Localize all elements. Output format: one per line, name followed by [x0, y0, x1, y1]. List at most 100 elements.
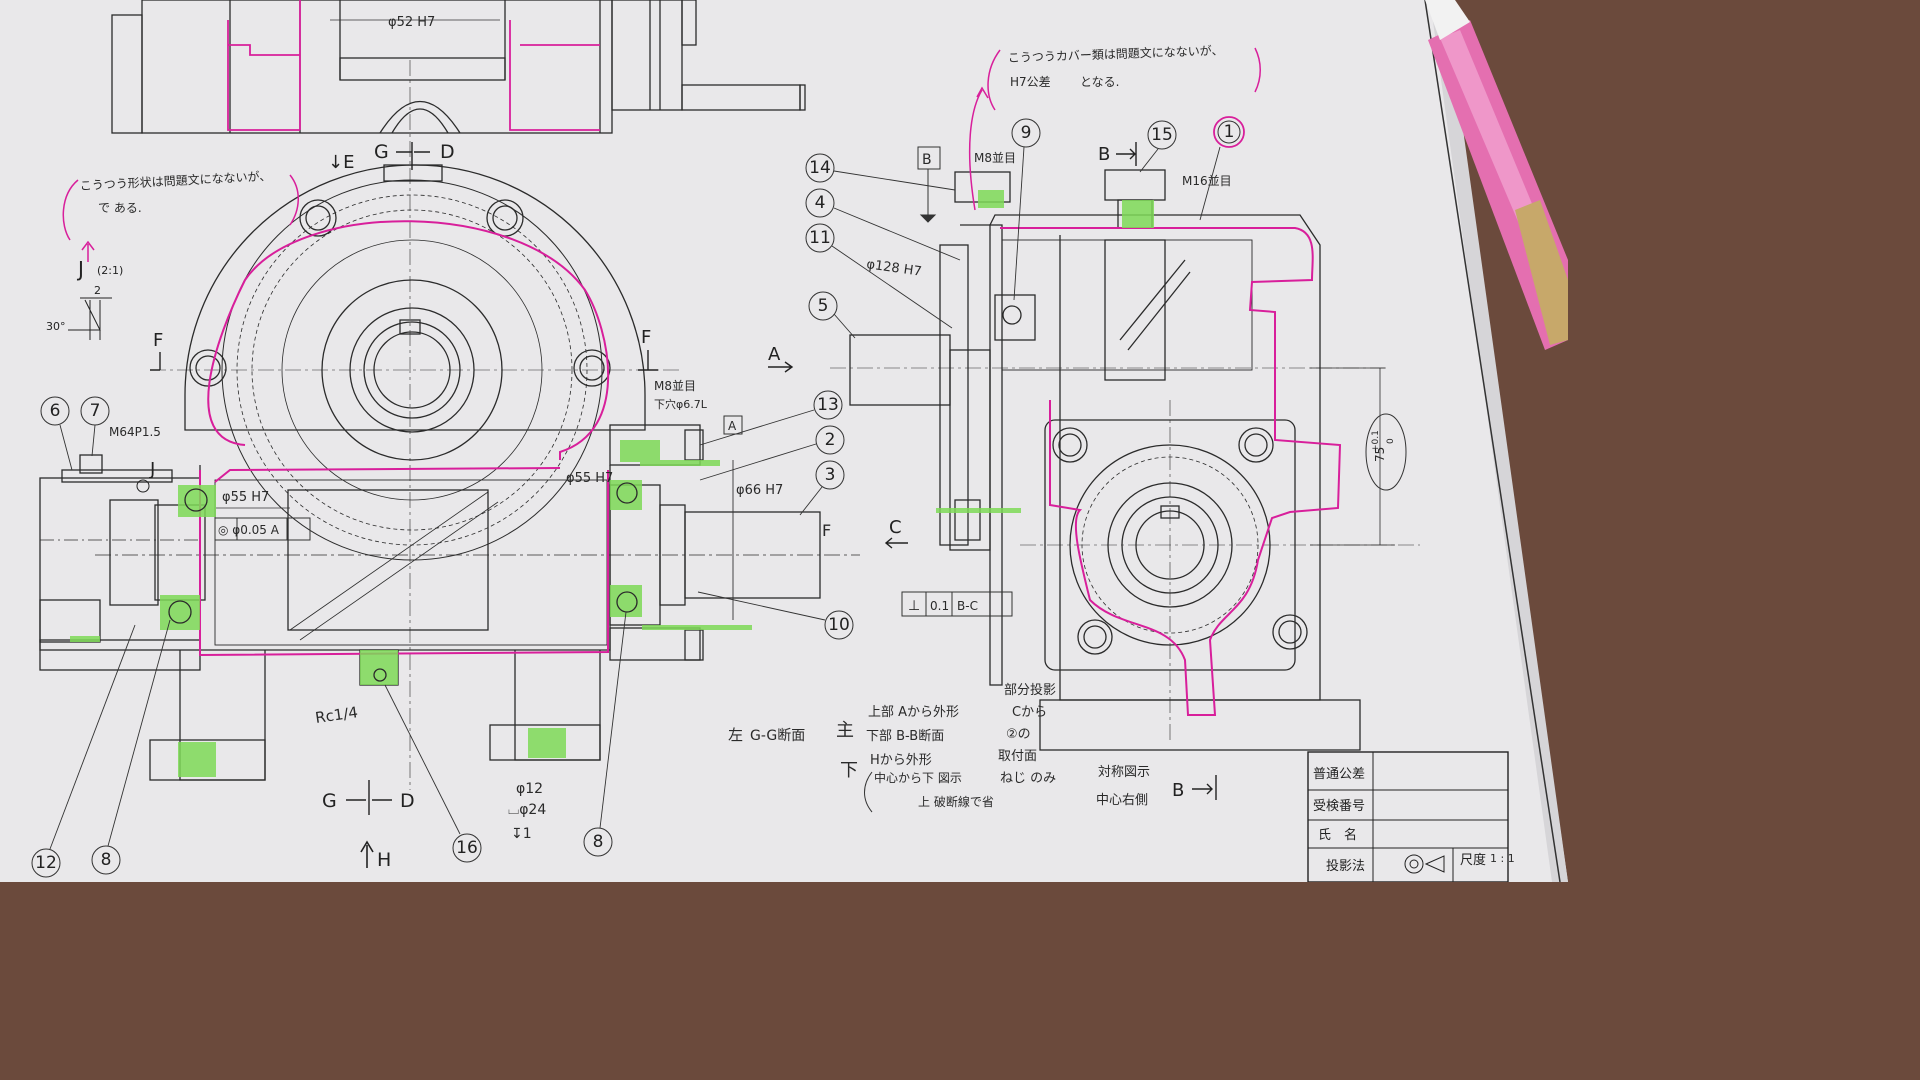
balloon-15: 15: [1139, 120, 1177, 173]
m8-side-thread: M8並目: [654, 379, 696, 393]
phi24-counterbore: ⌴φ24: [508, 802, 546, 818]
title-block: 普通公差 受検番号 氏 名 投影法 尺度 1 : 1: [1307, 751, 1515, 882]
detail-label-J: J: [76, 257, 84, 281]
svg-text:15: 15: [1151, 125, 1173, 145]
balloon-6: 6: [40, 396, 73, 471]
tb-scale-value: 1 : 1: [1490, 852, 1515, 865]
section-label-G-top: G: [374, 141, 389, 163]
svg-text:対称図示: 対称図示: [1098, 765, 1150, 780]
balloons: 1 2 3 4 5 6 7 8 8 9 10 11 12 13 14 15 16: [31, 116, 1245, 878]
svg-text:◎ φ0.05 A: ◎ φ0.05 A: [218, 523, 280, 537]
svg-text:12: 12: [35, 853, 57, 873]
balloon-8-left: 8: [91, 619, 171, 875]
balloon-16: 16: [384, 684, 482, 863]
svg-text:11: 11: [809, 228, 831, 248]
view-notes: 左 G-G断面 主 上部 Aから外形 下部 B-B断面 下 Hから外形 中心から…: [728, 682, 1150, 813]
view-arrow-E: ↓E: [328, 152, 354, 173]
tolerance-75: 75 +0.1 0: [1365, 413, 1407, 491]
svg-text:4: 4: [815, 193, 826, 213]
m16-thread: M16並目: [1182, 174, 1232, 188]
datum-A-box: A: [723, 415, 743, 435]
balloon-11: 11: [805, 223, 953, 329]
svg-text:2: 2: [94, 284, 101, 297]
balloon-14: 14: [805, 153, 956, 191]
balloon-2: 2: [699, 425, 845, 481]
svg-text:上 破断線で省: 上 破断線で省: [918, 794, 994, 809]
balloon-13: 13: [699, 390, 843, 446]
svg-text:G-G断面: G-G断面: [750, 728, 805, 744]
view-label-B-bottom: B: [1172, 780, 1184, 801]
balloon-1: 1: [1199, 116, 1245, 221]
svg-text:3: 3: [825, 465, 836, 485]
photo-of-drawing-sheet: φ52 H7: [0, 0, 1568, 882]
view-label-C: C: [889, 517, 902, 538]
section-label-F-left: F: [153, 330, 163, 351]
svg-text:主: 主: [836, 720, 854, 741]
svg-text:Hから外形: Hから外形: [870, 753, 932, 768]
svg-text:中心から下 図示: 中心から下 図示: [874, 770, 962, 785]
third-angle-projection-icon: [1404, 854, 1445, 874]
note-top-left-line2: で ある.: [98, 201, 142, 215]
main-front-view: [39, 60, 860, 790]
detail-J-sketch: [68, 297, 112, 340]
phi52-dimension: φ52 H7: [388, 15, 435, 30]
depth-1: ↧1: [511, 826, 532, 842]
svg-text:上部 Aから外形: 上部 Aから外形: [868, 705, 959, 720]
drawing-canvas: φ52 H7: [0, 0, 1568, 882]
svg-text:A: A: [728, 419, 737, 433]
svg-text:2: 2: [825, 430, 836, 450]
svg-text:取付面: 取付面: [998, 749, 1037, 764]
note-top-right-line2b: となる.: [1080, 75, 1119, 89]
svg-text:Cから: Cから: [1012, 705, 1047, 720]
coaxiality-frame: ◎ φ0.05 A: [214, 517, 311, 541]
detail-scale: (2:1): [97, 264, 123, 277]
shaft-F-mark: F: [822, 521, 831, 540]
section-label-G-bottom: G: [322, 790, 337, 812]
pen-icon: [1425, 0, 1568, 350]
top-view: [111, 0, 806, 134]
balloon-9: 9: [1011, 118, 1041, 301]
view-label-B-top: B: [1098, 144, 1110, 165]
balloon-8-right: 8: [583, 611, 627, 857]
tb-projection: 投影法: [1326, 858, 1365, 874]
svg-text:1: 1: [1224, 122, 1235, 142]
sheet-border-line: [1424, 0, 1561, 882]
svg-text:中心右側: 中心右側: [1096, 793, 1148, 808]
svg-text:14: 14: [809, 158, 831, 178]
svg-text:8: 8: [101, 850, 112, 870]
svg-text:B-C: B-C: [957, 599, 978, 613]
datum-B-box: B: [917, 146, 941, 170]
tb-name: 氏 名: [1318, 827, 1357, 843]
svg-text:ねじ のみ: ねじ のみ: [1000, 771, 1056, 786]
balloon-12: 12: [31, 624, 136, 878]
balloon-4: 4: [805, 188, 961, 261]
svg-text:10: 10: [828, 615, 850, 635]
svg-text:13: 13: [817, 395, 839, 415]
svg-text:9: 9: [1021, 123, 1032, 143]
svg-text:16: 16: [456, 838, 478, 858]
svg-text:75: 75: [1373, 447, 1387, 462]
side-view: [830, 169, 1420, 751]
svg-text:左: 左: [728, 726, 743, 744]
phi55-left-dim: φ55 H7: [222, 490, 269, 505]
perpendicularity-frame: ⊥ 0.1 B-C: [901, 591, 1013, 617]
svg-text:⊥: ⊥: [908, 598, 920, 614]
m64-thread: M64P1.5: [109, 425, 161, 439]
svg-text:5: 5: [818, 296, 829, 316]
note-top-right-line2: H7公差: [1010, 75, 1051, 89]
svg-text:8: 8: [593, 832, 604, 852]
balloon-10: 10: [697, 591, 854, 640]
svg-text:下部 B-B断面: 下部 B-B断面: [866, 729, 944, 744]
svg-text:+0.1: +0.1: [1371, 430, 1381, 452]
svg-text:0: 0: [1386, 438, 1396, 444]
m8-side-pilot: 下穴φ6.7L: [654, 397, 708, 411]
detail-marker-J: J: [149, 459, 155, 480]
svg-text:部分投影: 部分投影: [1004, 682, 1056, 698]
section-label-D-bottom: D: [400, 790, 415, 812]
balloon-5: 5: [808, 291, 856, 339]
svg-text:B: B: [922, 152, 932, 168]
balloon-7: 7: [80, 396, 110, 457]
svg-text:7: 7: [90, 401, 101, 421]
balloon-3: 3: [799, 460, 845, 516]
svg-text:6: 6: [50, 401, 61, 421]
